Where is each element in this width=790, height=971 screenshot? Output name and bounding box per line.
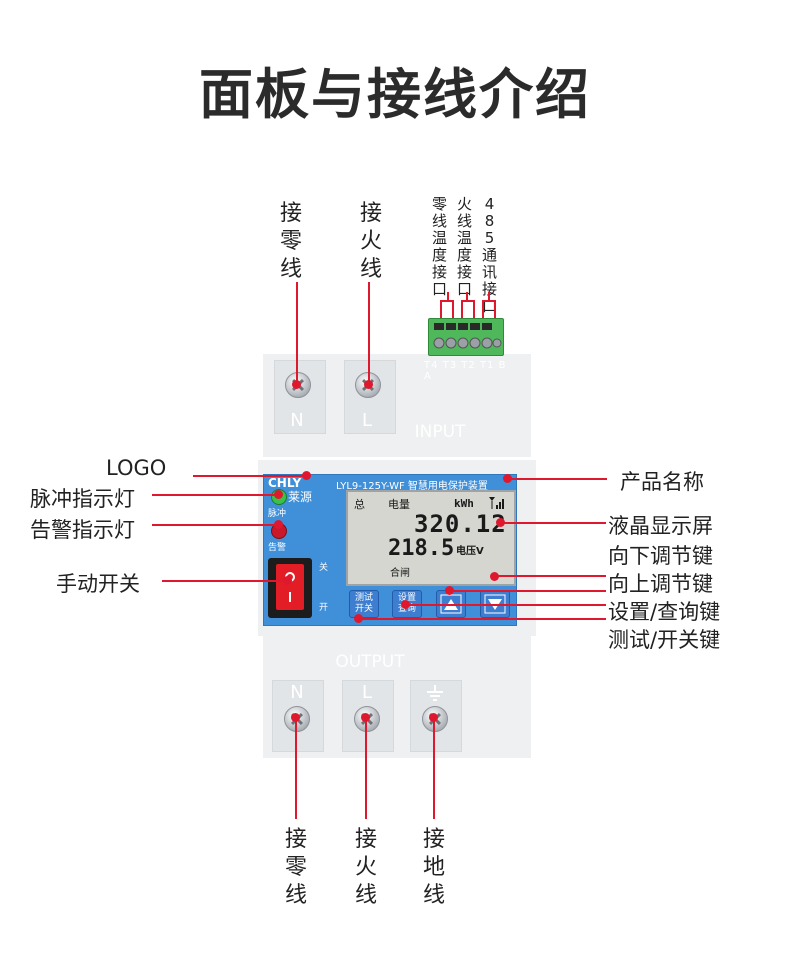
- pulse-led-label: 脉冲: [268, 509, 287, 519]
- output-l-letter: L: [361, 682, 373, 703]
- product-name-callout: 产品名称: [620, 470, 704, 494]
- logo-callout: LOGO: [106, 456, 167, 480]
- output-n-recess: [272, 680, 324, 752]
- logo-cn: 莱源: [288, 490, 313, 504]
- manual-switch[interactable]: [268, 558, 312, 618]
- lcd-voltage-label: 电压V: [456, 546, 484, 557]
- lcd-energy: 电量: [388, 498, 410, 511]
- switch-off-label: 关: [319, 563, 329, 573]
- output-caption: OUTPUT: [335, 652, 405, 672]
- manual-switch-callout: 手动开关: [56, 572, 140, 596]
- green-connector: [428, 318, 504, 356]
- signal-icon: [489, 497, 504, 509]
- set-button-line2: 查询: [397, 604, 416, 614]
- live-temp-label: 火线温度接口: [456, 195, 472, 298]
- alarm-callout: 告警指示灯: [30, 518, 135, 542]
- input-l-letter: L: [361, 410, 373, 431]
- lcd-voltage-value: 218.5: [388, 536, 455, 561]
- bottom-ground-label: 接地线: [422, 827, 445, 908]
- bottom-neutral-label: 接零线: [284, 827, 307, 908]
- lcd-screen: 总 电量 kWh 320.12 218.5 电压V 合闸: [346, 490, 516, 586]
- test-switch-button[interactable]: 测试 开关: [349, 590, 379, 618]
- lcd-main-value: 320.12: [414, 510, 507, 538]
- test-button-line1: 测试: [354, 593, 373, 603]
- switch-on-label: 开: [319, 603, 329, 613]
- bottom-live-label: 接火线: [354, 827, 377, 908]
- logo-text: CHLY: [268, 476, 302, 490]
- input-n-letter: N: [290, 410, 304, 431]
- connector-pin-labels: T4 T3 T2 T1 B A: [424, 360, 507, 382]
- lcd-callout: 液晶显示屏: [608, 514, 713, 538]
- top-live-label: 接火线: [359, 201, 382, 282]
- alarm-led-label: 告警: [268, 543, 287, 553]
- connector-pins-icon: [433, 323, 502, 349]
- lcd-kwh: kWh: [454, 497, 474, 510]
- input-l-recess: [344, 360, 396, 434]
- on-symbol-icon: [289, 592, 291, 602]
- input-caption: INPUT: [414, 422, 466, 442]
- ground-symbol-icon: [427, 685, 443, 701]
- page-title: 面板与接线介绍: [199, 63, 591, 126]
- test-button-line2: 开关: [354, 604, 373, 614]
- set-button-line1: 设置: [397, 593, 416, 603]
- lcd-breaker-state: 合闸: [390, 568, 410, 579]
- set-key-callout: 设置/查询键: [608, 600, 721, 624]
- output-n-letter: N: [290, 682, 304, 703]
- rs485-label: 485通讯接口: [481, 195, 497, 315]
- top-neutral-label: 接零线: [279, 201, 302, 282]
- test-key-callout: 测试/开关键: [608, 628, 721, 652]
- model-name: LYL9-125Y-WF 智慧用电保护装置: [336, 481, 488, 492]
- down-key-callout: 向下调节键: [608, 544, 713, 568]
- neutral-temp-label: 零线温度接口: [431, 195, 447, 298]
- switch-rocker[interactable]: [276, 564, 304, 610]
- up-key-callout: 向上调节键: [608, 572, 713, 596]
- pulse-callout: 脉冲指示灯: [30, 487, 135, 511]
- lcd-total: 总: [354, 498, 365, 511]
